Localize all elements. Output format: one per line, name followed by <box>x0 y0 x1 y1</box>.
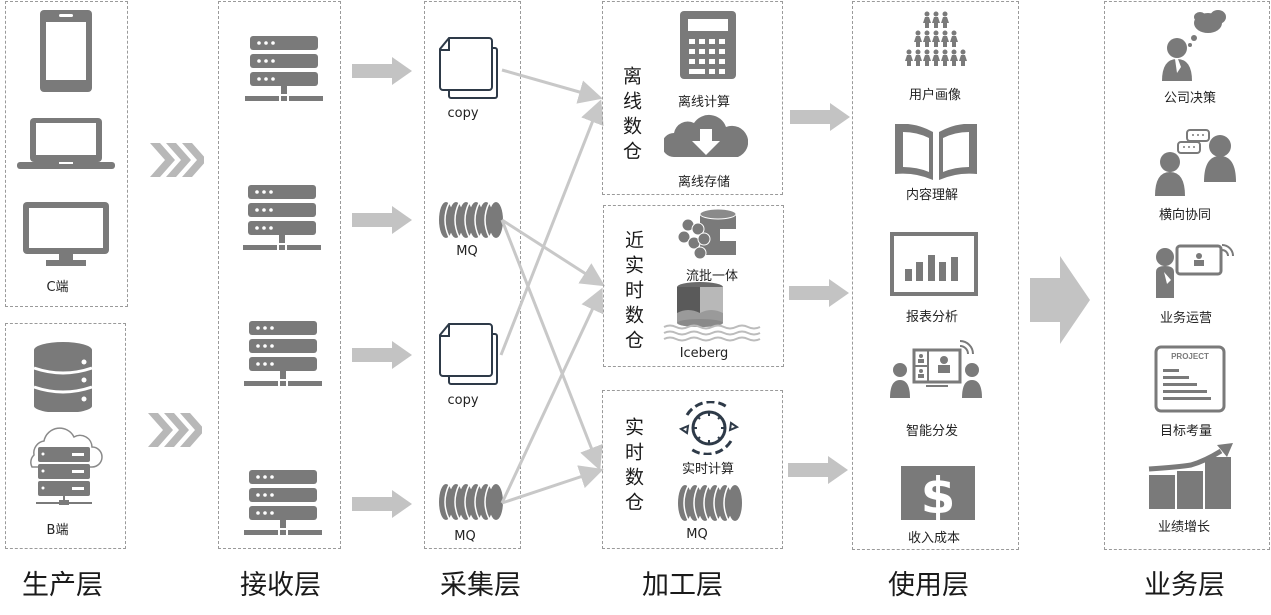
stream-batch-label: 流批一体 <box>685 269 738 284</box>
project-text: PROJECT <box>1171 352 1209 361</box>
business-operation-icon <box>1156 242 1240 298</box>
iceberg-icon <box>662 281 762 347</box>
usage-label-user-profile: 用户画像 <box>908 88 961 103</box>
open-book-icon <box>895 124 977 180</box>
collaboration-icon <box>1154 126 1236 196</box>
usage-label-report-analysis: 报表分析 <box>905 310 958 325</box>
realtime-compute-label: 实时计算 <box>681 462 734 477</box>
laptop-icon <box>17 117 115 171</box>
receive-group <box>218 1 341 549</box>
user-group-icon <box>903 11 969 69</box>
flow-arrow-icon <box>790 103 850 131</box>
server-icon <box>245 36 325 104</box>
flow-arrow-icon <box>788 456 848 484</box>
usage-label-smart-distribution: 智能分发 <box>905 424 958 439</box>
realtime-mq-label: MQ <box>686 527 708 542</box>
smartphone-icon <box>40 10 92 92</box>
layer-label-usage: 使用层 <box>888 570 969 601</box>
cloud-download-icon <box>664 113 748 161</box>
flow-arrow-icon <box>352 341 412 369</box>
business-label-collaboration: 横向协同 <box>1158 208 1211 223</box>
flink-stream-batch-icon <box>676 209 744 265</box>
near-realtime-warehouse-title: 近实时数仓 <box>622 230 644 355</box>
message-queue-icon <box>677 483 743 523</box>
realtime-warehouse-box <box>602 390 783 549</box>
collect-label-mq: MQ <box>454 529 476 544</box>
chevrons-icon <box>148 413 202 447</box>
message-queue-icon <box>438 482 504 522</box>
business-label-target-assessment: 目标考量 <box>1159 424 1212 439</box>
iceberg-label: Iceberg <box>679 346 729 361</box>
report-chart-icon <box>890 232 978 296</box>
usage-label-content-understanding: 内容理解 <box>905 188 958 203</box>
realtime-compute-icon <box>673 401 745 455</box>
dollar-icon: $ <box>901 466 975 520</box>
business-label-company-decision: 公司决策 <box>1163 91 1216 106</box>
smart-distribution-icon <box>888 338 984 408</box>
collect-label-mq: MQ <box>456 244 478 259</box>
business-label-performance-growth: 业绩增长 <box>1157 520 1210 535</box>
database-icon <box>32 342 94 412</box>
layer-label-process: 加工层 <box>642 570 723 601</box>
layer-label-receive: 接收层 <box>240 570 321 601</box>
offline-warehouse-box <box>602 1 783 195</box>
b-end-label: B端 <box>46 523 69 538</box>
server-icon <box>243 185 323 253</box>
offline-storage-label: 离线存储 <box>677 175 730 190</box>
usage-label-revenue-cost: 收入成本 <box>907 531 960 546</box>
near-realtime-warehouse-box <box>603 205 784 367</box>
c-end-group <box>5 1 128 307</box>
copy-files-icon <box>437 37 503 103</box>
layer-label-business: 业务层 <box>1144 570 1225 601</box>
realtime-warehouse-title: 实时数仓 <box>622 417 644 517</box>
copy-files-icon <box>437 323 503 389</box>
collect-label-copy: copy <box>447 393 479 408</box>
flow-arrow-icon <box>352 206 412 234</box>
message-queue-icon <box>438 200 504 240</box>
growth-chart-icon <box>1147 443 1237 511</box>
chevrons-icon <box>150 143 204 177</box>
collect-label-copy: copy <box>447 106 479 121</box>
b-end-group <box>5 323 126 549</box>
offline-compute-label: 离线计算 <box>677 95 730 110</box>
layer-label-collect: 采集层 <box>440 570 521 601</box>
business-group <box>1104 1 1270 550</box>
flow-arrow-icon <box>352 57 412 85</box>
svg-text:$: $ <box>921 467 956 520</box>
business-label-operations: 业务运营 <box>1159 311 1212 326</box>
c-end-label: C端 <box>46 280 69 295</box>
server-icon <box>244 470 324 538</box>
big-flow-arrow-icon <box>1030 256 1092 344</box>
offline-warehouse-title: 离线数仓 <box>620 66 642 166</box>
layer-label-production: 生产层 <box>22 570 103 601</box>
cloud-server-icon <box>22 425 104 507</box>
server-icon <box>244 321 324 389</box>
calculator-icon <box>680 11 736 79</box>
monitor-icon <box>23 202 109 266</box>
flow-arrow-icon <box>789 279 849 307</box>
project-doc-icon: PROJECT <box>1154 345 1226 413</box>
usage-group <box>852 1 1019 550</box>
decision-maker-icon <box>1160 7 1232 81</box>
flow-arrow-icon <box>352 490 412 518</box>
